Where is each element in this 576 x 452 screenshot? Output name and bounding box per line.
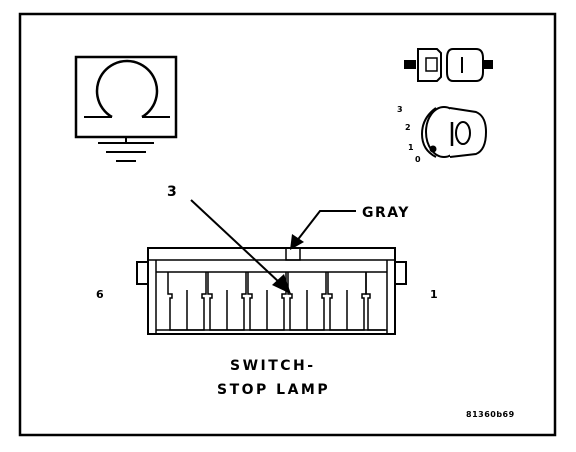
callout-number: 3 [167, 184, 178, 200]
wire-color-leader [290, 210, 356, 250]
ground-circle-symbol-icon [74, 55, 178, 162]
diagram-title-line-2: STOP LAMP [217, 382, 330, 398]
ignition-key-position-icon: 3 2 1 0 [397, 105, 488, 164]
wire-color-label: GRAY [362, 205, 410, 221]
pin-number-left: 6 [96, 288, 104, 301]
diagram-title-line-1: SWITCH- [230, 358, 316, 374]
position-label-3: 3 [397, 105, 403, 114]
position-label-1: 1 [408, 143, 414, 152]
connector-plug-icon [404, 48, 493, 82]
switch-connector-body [136, 247, 407, 335]
position-label-2: 2 [405, 123, 411, 132]
cavity-3 [287, 272, 327, 331]
cavity-6 [167, 272, 207, 331]
cavity-5 [207, 272, 247, 331]
cavity-1 [365, 272, 385, 331]
position-label-0: 0 [415, 155, 421, 164]
outer-frame [18, 12, 557, 437]
figure-code: 81360b69 [466, 410, 515, 419]
cavity-2 [327, 272, 367, 331]
pin-number-right: 1 [430, 288, 438, 301]
